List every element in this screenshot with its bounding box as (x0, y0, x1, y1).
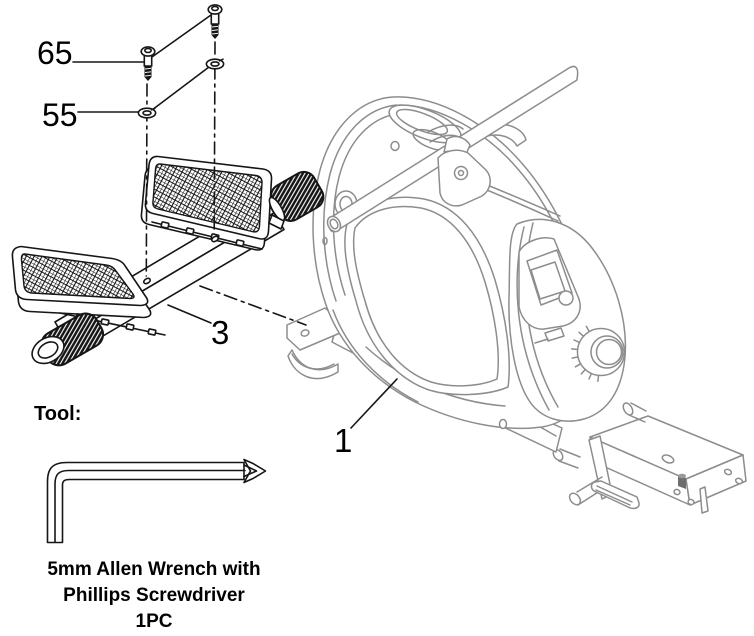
tool-caption: 5mm Allen Wrench with Phillips Screwdriv… (28, 557, 280, 635)
console-button (558, 290, 574, 306)
spring-washer-left (137, 107, 157, 119)
callout-washer-55: 55 (42, 97, 78, 133)
pedal-assembly (11, 155, 325, 367)
console-display (518, 237, 581, 344)
spring-washer-right (205, 58, 225, 70)
rower-main-frame (286, 65, 747, 514)
hardware (72, 4, 398, 429)
callout-screw-65: 65 (37, 35, 73, 71)
callout-main-frame-1: 1 (334, 422, 353, 459)
tool-caption-line1: 5mm Allen Wrench with (47, 559, 261, 580)
leader-1 (350, 378, 398, 429)
right-pedal (140, 155, 273, 251)
beam-bolt-hole-left (142, 277, 152, 285)
tension-knob (570, 325, 626, 383)
right-beam-end-cap (268, 170, 325, 230)
tool-heading: Tool: (34, 403, 82, 425)
callout-pedal-assembly-3: 3 (211, 314, 230, 351)
tool-caption-line3: 1PC (135, 611, 173, 632)
beam-bolt-hole-right (210, 235, 220, 243)
allen-screw-left (140, 46, 156, 81)
leader-3 (167, 304, 212, 324)
screw-axis-line-right (213, 41, 216, 235)
rear-stabilizer-foot (552, 402, 647, 510)
shroud-opening (344, 196, 510, 396)
allen-wrench-drawing (46, 458, 267, 544)
allen-screw-right (207, 4, 223, 39)
tool-caption-line2: Phillips Screwdriver (63, 585, 245, 606)
clamp-bolt (453, 165, 469, 181)
leader-55b (151, 66, 210, 111)
rear-rail (589, 415, 747, 514)
assembly-alignment-line (199, 285, 307, 326)
left-beam-end-cap (31, 312, 105, 367)
left-pedal (11, 245, 166, 336)
leader-65b (151, 14, 212, 58)
handlebar-clamp (437, 135, 491, 207)
